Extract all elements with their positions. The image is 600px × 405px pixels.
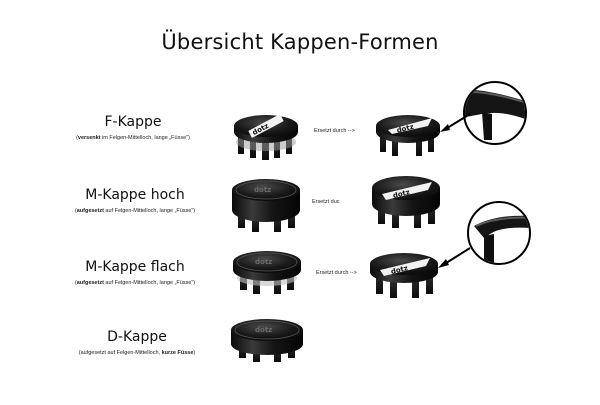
f-kappe-replacement-cap-image: dotz [376,115,440,156]
cap-logo-text: dotz [254,186,271,194]
row-f-kappe: F-Kappe (versenkt im Felgen-Mittelloch, … [58,113,208,142]
cap-logo-text: dotz [255,326,272,334]
cap-logo-text: dotz [390,264,409,276]
d-kappe-cap-image: dotz [231,319,303,362]
row-note: (aufgesetzt auf Felgen-Mittelloch, lange… [74,280,196,286]
f-kappe-cap-image: dotz [234,114,298,160]
row-title: M-Kappe hoch [85,187,185,203]
cap-logo-text: dotz [392,188,411,200]
row-title: M-Kappe flach [85,259,185,275]
replaced-by-label: Ersetzt duc [312,199,340,205]
row-d-kappe: D-Kappe (aufgesetzt auf Felgen-Mittelloc… [62,328,212,357]
m-kappe-hoch-cap-image: dotz [232,179,300,232]
cap-logo-text: dotz [255,258,272,266]
row-m-kappe-hoch: M-Kappe hoch (aufgesetzt auf Felgen-Mitt… [60,186,210,215]
m-kappe-flach-cap-image: dotz [233,251,301,294]
row-m-kappe-flach: M-Kappe flach (aufgesetzt auf Felgen-Mit… [60,258,210,287]
detail-zoom-circle-2 [467,201,531,265]
row-title: F-Kappe [104,114,162,130]
m-kappe-flach-replacement-cap-image: dotz [370,253,438,298]
row-note: (aufgesetzt auf Felgen-Mittelloch, kurze… [78,350,196,356]
replaced-by-label: Ersetzt durch --> [316,270,357,276]
row-note: (aufgesetzt auf Felgen-Mittelloch, lange… [74,208,196,214]
cap-logo-text: dotz [396,123,415,135]
arrow-icon [438,247,471,268]
arrow-icon [440,113,471,132]
m-kappe-hoch-replacement-cap-image: dotz [372,176,440,228]
row-title: D-Kappe [107,329,167,345]
row-note: (versenkt im Felgen-Mittelloch, lange „F… [76,135,190,141]
detail-zoom-circle-1 [463,81,527,145]
replaced-by-label: Ersetzt durch --> [314,128,355,134]
page-title: Übersicht Kappen-Formen [161,30,439,54]
